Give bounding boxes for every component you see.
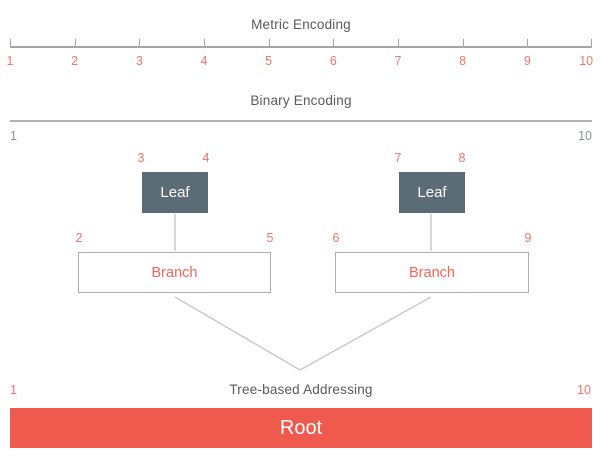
branch-root-connector-left bbox=[174, 296, 301, 371]
metric-tick-label-6: 6 bbox=[329, 54, 337, 68]
ruler-tick bbox=[139, 39, 141, 48]
tree-addressing-title: Tree-based Addressing bbox=[229, 382, 373, 397]
leaf-right-start-num: 7 bbox=[394, 151, 402, 165]
metric-ruler-labels: 1 2 3 4 5 6 7 8 9 10 bbox=[6, 54, 594, 70]
metric-tick-label-7: 7 bbox=[394, 54, 402, 68]
leaf-right-end-num: 8 bbox=[458, 151, 466, 165]
branch-root-connector-right bbox=[299, 296, 432, 371]
branch-node-right: Branch bbox=[335, 252, 529, 293]
ruler-tick bbox=[527, 39, 529, 48]
branch-right-start-num: 6 bbox=[332, 231, 340, 245]
metric-tick-label-8: 8 bbox=[459, 54, 467, 68]
ruler-tick bbox=[333, 39, 335, 48]
leaf-node-left: Leaf bbox=[142, 172, 208, 213]
ruler-tick bbox=[74, 39, 76, 48]
leaf-left-start-num: 3 bbox=[137, 151, 145, 165]
branch-left-start-num: 2 bbox=[75, 231, 83, 245]
branch-right-end-num: 9 bbox=[524, 231, 532, 245]
metric-ruler bbox=[10, 39, 592, 48]
ruler-tick bbox=[10, 39, 11, 48]
metric-tick-label-4: 4 bbox=[200, 54, 208, 68]
metric-tick-label-1: 1 bbox=[6, 54, 14, 68]
binary-encoding-line bbox=[10, 120, 592, 122]
binary-left-label: 1 bbox=[10, 129, 17, 143]
binary-encoding-title: Binary Encoding bbox=[250, 93, 352, 108]
leaf-left-end-num: 4 bbox=[202, 151, 210, 165]
root-start-num: 1 bbox=[10, 383, 17, 397]
ruler-tick bbox=[398, 39, 399, 48]
ruler-tick bbox=[268, 39, 270, 48]
metric-tick-label-9: 9 bbox=[523, 54, 531, 68]
metric-tick-label-5: 5 bbox=[265, 54, 273, 68]
ruler-tick bbox=[591, 39, 592, 48]
branch-node-left: Branch bbox=[78, 252, 271, 293]
leaf-node-right: Leaf bbox=[399, 172, 465, 213]
metric-tick-label-3: 3 bbox=[135, 54, 143, 68]
root-node: Root bbox=[10, 408, 592, 448]
ruler-tick bbox=[462, 39, 464, 48]
binary-right-label: 10 bbox=[578, 129, 592, 143]
metric-encoding-title: Metric Encoding bbox=[251, 17, 351, 32]
metric-tick-label-2: 2 bbox=[71, 54, 79, 68]
root-end-num: 10 bbox=[577, 383, 591, 397]
ruler-tick bbox=[203, 39, 205, 48]
metric-tick-label-10: 10 bbox=[579, 54, 594, 68]
branch-left-end-num: 5 bbox=[266, 231, 274, 245]
